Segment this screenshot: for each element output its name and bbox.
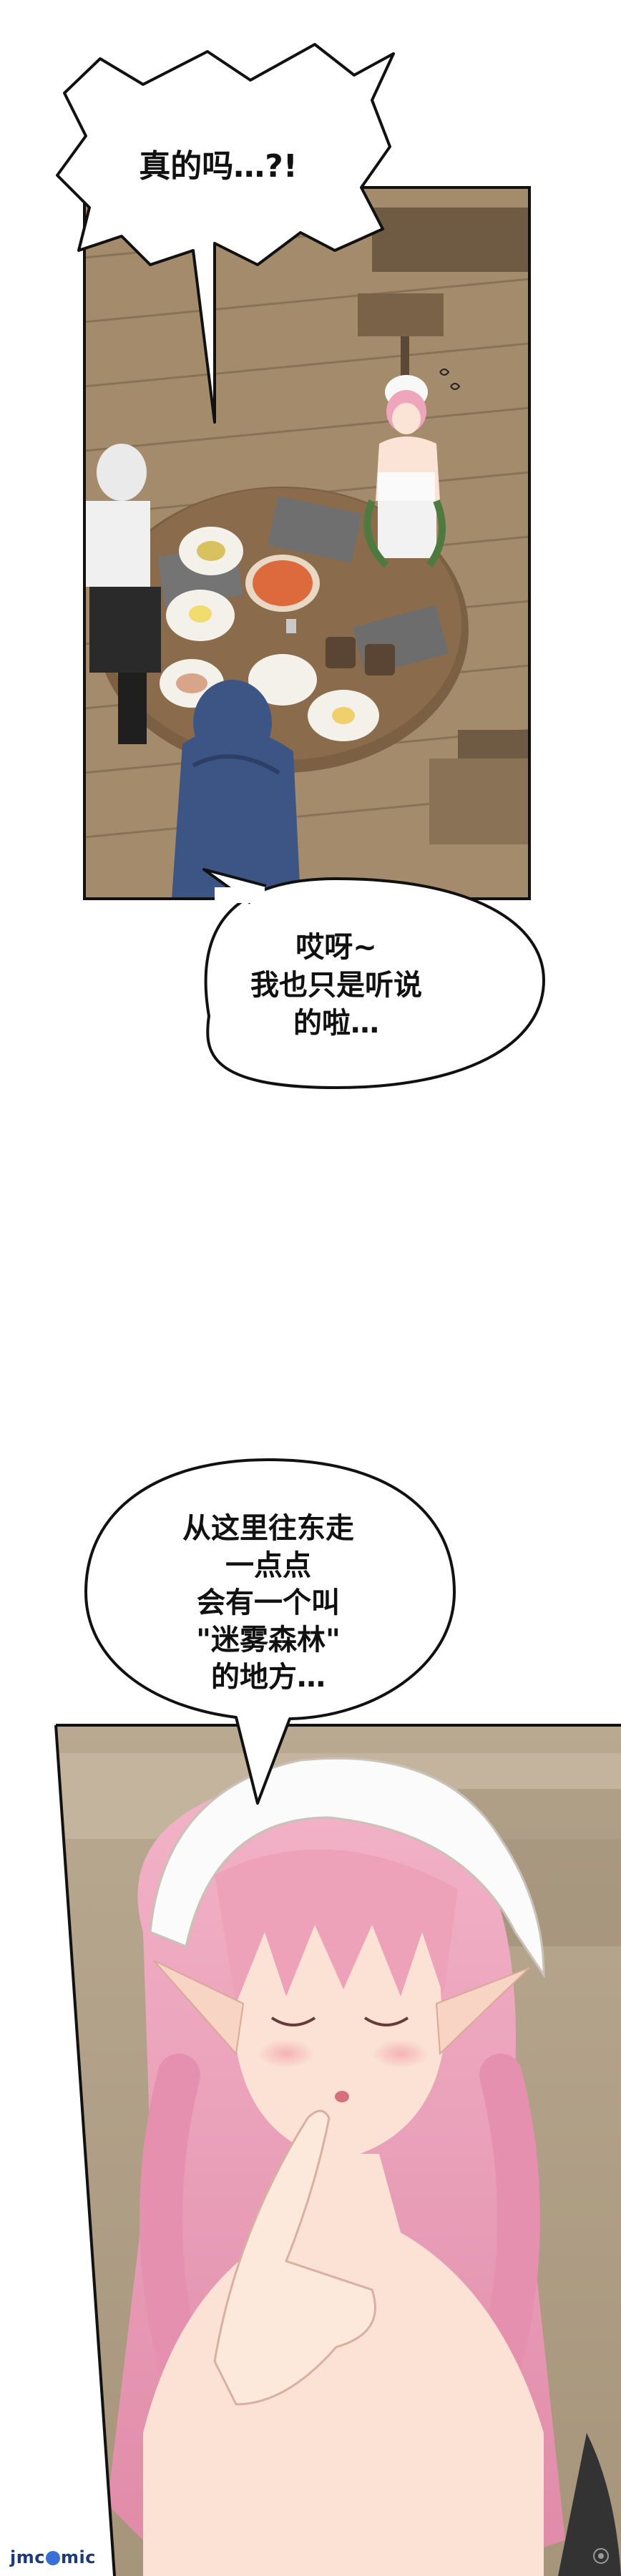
bubble-line: 一点点 — [225, 1549, 311, 1582]
bubble-line: 的地方… — [211, 1661, 326, 1694]
speech-bubble-3-text: 从这里往东走 一点点 会有一个叫 "迷雾森林" 的地方… — [118, 1510, 419, 1696]
bubble-line: "迷雾森林" — [196, 1624, 341, 1657]
bubble-line: 哎呀~ — [295, 931, 377, 964]
corner-logo-icon — [593, 2548, 609, 2564]
bubble-line: 会有一个叫 — [197, 1586, 340, 1619]
bubble-line: 我也只是听说 — [250, 968, 422, 1002]
bubble-line: 从这里往东走 — [182, 1512, 354, 1545]
speech-bubble-1-shape — [56, 43, 395, 424]
watermark-circle-icon — [45, 2551, 60, 2565]
panel-elf-closeup — [56, 1725, 621, 2576]
speech-bubble-1-text: 真的吗…?! — [89, 147, 347, 187]
bubble-line: 的啦… — [293, 1006, 379, 1040]
bubble-line: 真的吗…?! — [139, 148, 298, 185]
speech-bubble-2-text: 哎呀~ 我也只是听说 的啦… — [215, 929, 458, 1042]
panel-tavern-table — [84, 187, 529, 899]
speech-bubble-3-shape — [84, 1458, 456, 1805]
watermark-text-right: mic — [60, 2547, 96, 2567]
watermark-text-left: jmc — [10, 2547, 45, 2567]
speech-bubble-2-shape — [204, 877, 546, 1090]
